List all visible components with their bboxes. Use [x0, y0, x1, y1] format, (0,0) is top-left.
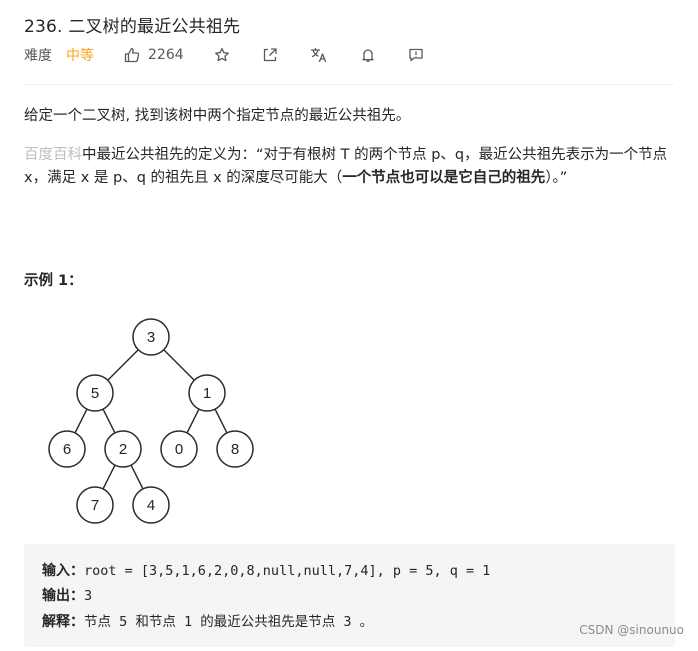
- example-tree-diagram: 3 5 1 6 2 0 8 7 4: [48, 318, 254, 524]
- description-paragraph: 给定一个二叉树, 找到该树中两个指定节点的最近公共祖先。: [24, 108, 411, 124]
- favorite-button[interactable]: [214, 47, 230, 63]
- tree-node-label: 0: [175, 441, 183, 458]
- tree-node: 2: [104, 430, 142, 468]
- tree-node-label: 7: [91, 497, 99, 514]
- definition-text: 中最近公共祖先的定义为：“对于有根树 T 的两个节点 p、q，最近公共祖先表示为…: [24, 147, 668, 186]
- translate-button[interactable]: [310, 47, 328, 63]
- tree-node-label: 8: [231, 441, 239, 458]
- problem-meta-bar: 难度 中等 2264: [24, 44, 424, 66]
- divider: [24, 84, 674, 85]
- translate-icon: [310, 47, 326, 63]
- explanation-label: 解释：: [42, 614, 84, 630]
- tree-node-label: 5: [91, 385, 99, 402]
- like-count: 2264: [148, 47, 184, 63]
- like-button[interactable]: 2264: [124, 47, 214, 63]
- problem-title: 236. 二叉树的最近公共祖先: [24, 17, 241, 37]
- tree-node-label: 4: [147, 497, 155, 514]
- tree-node-label: 2: [119, 441, 127, 458]
- difficulty-badge: 中等: [66, 48, 94, 64]
- tree-node: 0: [160, 430, 198, 468]
- tree-node: 7: [76, 486, 114, 524]
- star-icon: [214, 47, 229, 62]
- baidu-baike-link[interactable]: 百度百科: [24, 147, 82, 163]
- output-line: 输出：3: [42, 585, 92, 605]
- definition-end-text: ）。”: [545, 170, 568, 186]
- tree-node: 8: [216, 430, 254, 468]
- input-value: root = [3,5,1,6,2,0,8,null,null,7,4], p …: [84, 563, 491, 579]
- definition-bold-text: 一个节点也可以是它自己的祖先: [342, 170, 546, 186]
- notification-button[interactable]: [360, 47, 376, 63]
- tree-node: 6: [48, 430, 86, 468]
- difficulty-label: 难度: [24, 48, 52, 64]
- output-label: 输出：: [42, 588, 84, 604]
- bell-icon: [361, 49, 374, 62]
- tree-node-label: 6: [63, 441, 71, 458]
- watermark: CSDN @sinounuo: [579, 623, 684, 637]
- feedback-button[interactable]: [408, 47, 424, 63]
- example-heading: 示例 1：: [24, 273, 83, 289]
- feedback-icon: [408, 48, 423, 62]
- definition-paragraph: 百度百科中最近公共祖先的定义为：“对于有根树 T 的两个节点 p、q，最近公共祖…: [24, 144, 679, 190]
- share-icon: [263, 48, 277, 62]
- tree-node: 5: [76, 374, 114, 412]
- input-label: 输入：: [42, 563, 84, 579]
- tree-node: 1: [188, 374, 226, 412]
- tree-node: 4: [132, 486, 170, 524]
- tree-node-label: 3: [147, 329, 155, 346]
- tree-node-label: 1: [203, 385, 211, 402]
- share-button[interactable]: [262, 47, 278, 63]
- thumbs-up-icon: [124, 47, 140, 63]
- input-line: 输入：root = [3,5,1,6,2,0,8,null,null,7,4],…: [42, 560, 490, 580]
- example-code-block: 输入：root = [3,5,1,6,2,0,8,null,null,7,4],…: [24, 544, 675, 647]
- output-value: 3: [84, 588, 93, 604]
- explanation-value: 节点 5 和节点 1 的最近公共祖先是节点 3 。: [84, 614, 374, 630]
- explanation-line: 解释：节点 5 和节点 1 的最近公共祖先是节点 3 。: [42, 610, 373, 631]
- tree-node: 3: [132, 318, 170, 356]
